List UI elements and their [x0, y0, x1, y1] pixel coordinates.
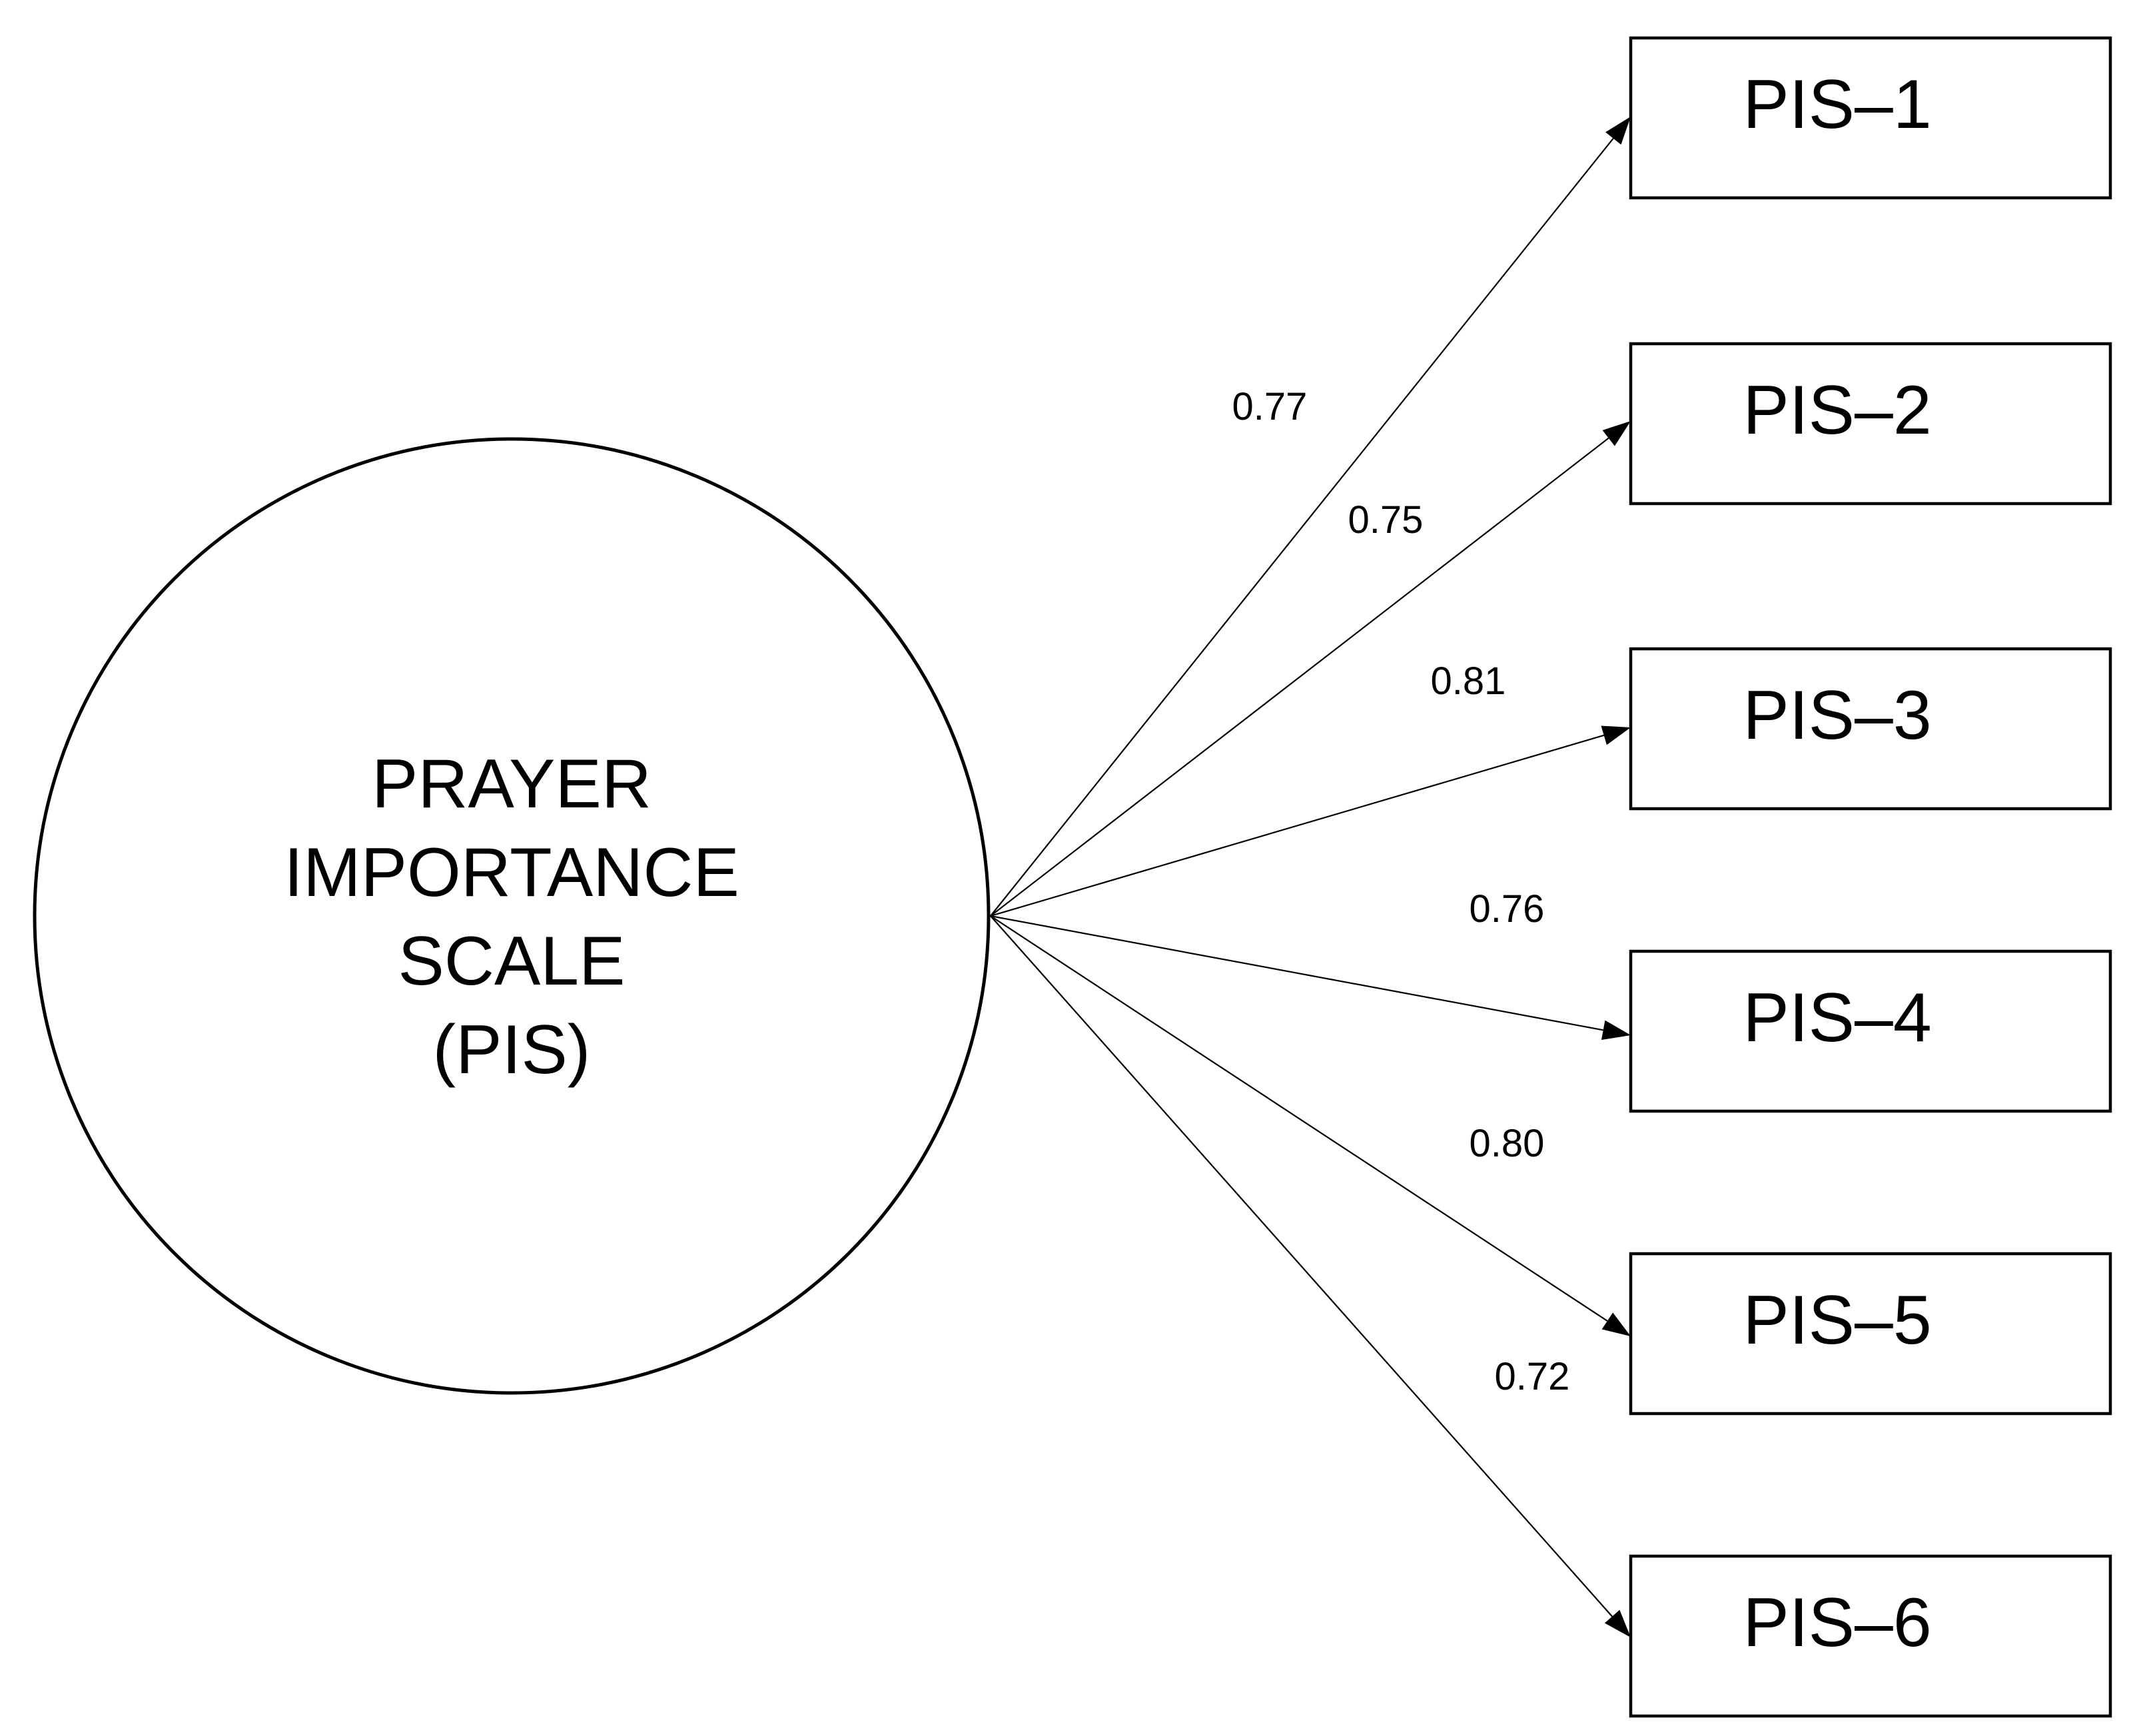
- path-arrow-pis-4: [990, 915, 1603, 1031]
- factor-loading-paths: [990, 117, 1631, 1637]
- loading-value-pis-1: 0.77: [1232, 385, 1308, 428]
- loading-value-pis-4: 0.76: [1470, 887, 1545, 931]
- path-arrow-pis-5: [990, 915, 1608, 1322]
- factor-label-line-2: IMPORTANCE: [284, 834, 739, 911]
- indicator-node-pis-2: PIS–2: [1629, 342, 2112, 506]
- latent-factor-node: PRAYER IMPORTANCE SCALE (PIS): [33, 437, 991, 1395]
- factor-label-line-4: (PIS): [433, 1011, 591, 1088]
- latent-factor-circle: [33, 437, 991, 1395]
- indicator-label-pis-6: PIS–6: [1743, 1584, 1931, 1661]
- indicator-label-pis-2: PIS–2: [1743, 372, 1931, 449]
- arrowhead-pis-2: [1602, 421, 1631, 446]
- indicator-box-pis-4: [1629, 949, 2112, 1113]
- indicator-box-pis-2: [1629, 342, 2112, 506]
- indicator-box-pis-5: [1629, 1252, 2112, 1416]
- arrowhead-pis-5: [1601, 1312, 1631, 1336]
- indicator-node-pis-6: PIS–6: [1629, 1554, 2112, 1718]
- path-arrow-pis-3: [990, 734, 1605, 917]
- loading-value-pis-3: 0.81: [1431, 659, 1506, 703]
- loading-labels: 0.77 0.75 0.81 0.76 0.80 0.72: [1232, 385, 1570, 1398]
- factor-label-line-3: SCALE: [398, 923, 625, 1000]
- indicator-label-pis-1: PIS–1: [1743, 66, 1931, 143]
- indicator-label-pis-3: PIS–3: [1743, 677, 1931, 754]
- path-arrow-pis-6: [990, 915, 1613, 1617]
- factor-label-line-1: PRAYER: [372, 745, 651, 823]
- indicator-box-pis-3: [1629, 647, 2112, 811]
- arrowhead-pis-6: [1604, 1609, 1631, 1637]
- indicator-node-pis-1: PIS–1: [1629, 36, 2112, 200]
- indicator-label-pis-4: PIS–4: [1743, 979, 1931, 1057]
- loading-value-pis-6: 0.72: [1495, 1355, 1570, 1398]
- indicator-label-pis-5: PIS–5: [1743, 1282, 1931, 1359]
- path-arrow-pis-1: [990, 138, 1614, 917]
- indicator-node-pis-5: PIS–5: [1629, 1252, 2112, 1416]
- indicator-node-pis-3: PIS–3: [1629, 647, 2112, 811]
- arrowhead-pis-4: [1601, 1020, 1631, 1041]
- indicator-box-pis-6: [1629, 1554, 2112, 1718]
- loading-value-pis-5: 0.80: [1470, 1122, 1545, 1165]
- loading-value-pis-2: 0.75: [1348, 498, 1424, 542]
- arrowhead-pis-1: [1605, 117, 1631, 145]
- indicator-node-pis-4: PIS–4: [1629, 949, 2112, 1113]
- indicator-box-pis-1: [1629, 36, 2112, 200]
- arrowhead-pis-3: [1601, 725, 1631, 745]
- path-arrow-pis-2: [990, 437, 1609, 917]
